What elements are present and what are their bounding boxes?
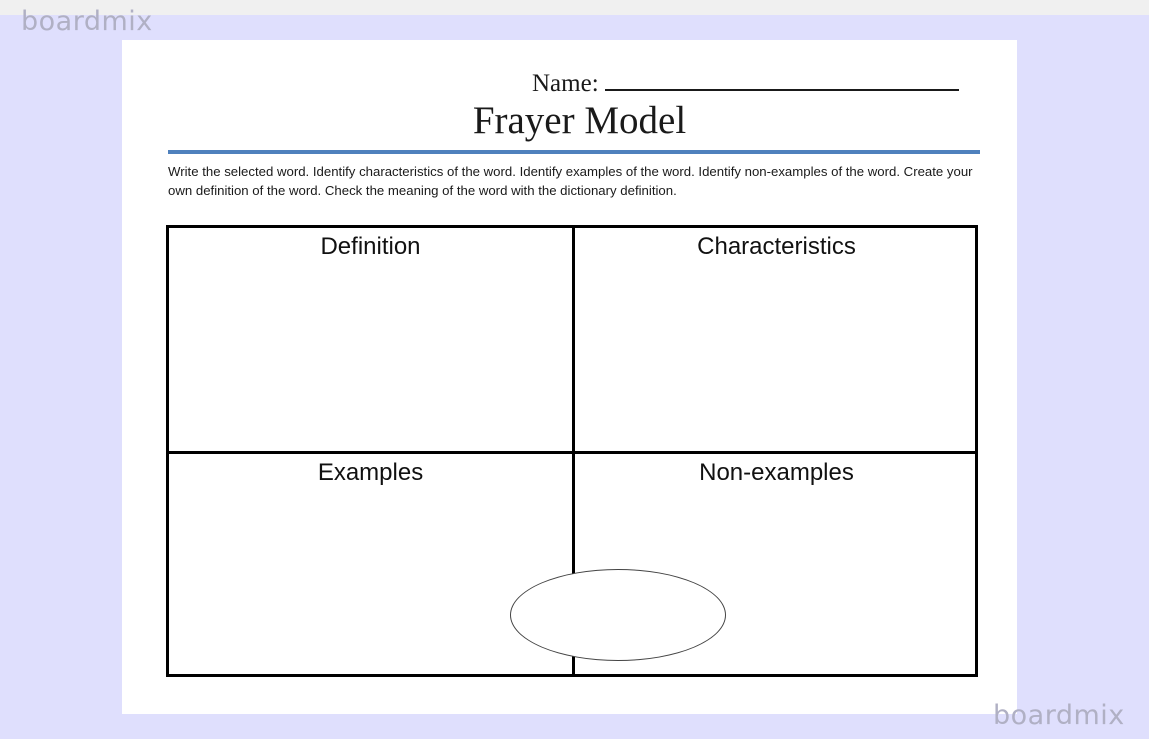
frayer-grid: Definition Characteristics Examples Non-… bbox=[166, 225, 978, 677]
quadrant-examples-label: Examples bbox=[317, 459, 424, 486]
quadrant-characteristics-label: Characteristics bbox=[697, 233, 856, 260]
document-page: Name: Frayer Model Write the selected wo… bbox=[122, 40, 1017, 714]
name-label: Name: bbox=[532, 70, 599, 97]
quadrant-definition-label: Definition bbox=[320, 233, 421, 260]
document-title: Frayer Model bbox=[472, 99, 687, 142]
top-bar bbox=[0, 0, 1149, 15]
watermark-top: boardmix bbox=[21, 6, 153, 37]
horizontal-divider bbox=[169, 451, 975, 454]
instructions-text: Write the selected word. Identify charac… bbox=[168, 164, 973, 198]
center-word-ellipse[interactable] bbox=[510, 569, 726, 661]
name-field: Name: bbox=[532, 67, 959, 98]
title-divider bbox=[168, 150, 980, 154]
quadrant-non-examples-label: Non-examples bbox=[699, 459, 854, 486]
name-blank-line[interactable] bbox=[604, 67, 959, 91]
watermark-bottom: boardmix bbox=[993, 700, 1125, 731]
